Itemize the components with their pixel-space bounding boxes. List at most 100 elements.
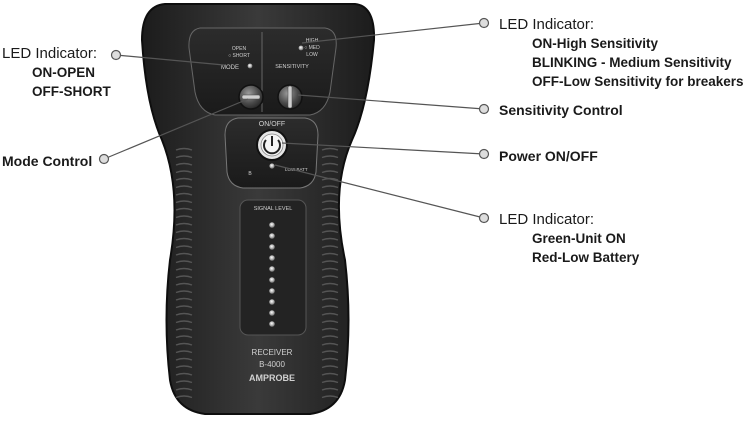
- leader-mode: [103, 98, 249, 160]
- callout-line: Green-Unit ON: [532, 231, 626, 246]
- sensitivity-knob: [277, 84, 303, 110]
- grip-ridge: [321, 230, 339, 234]
- signal-led: [269, 255, 275, 261]
- callout-line: OFF-SHORT: [32, 84, 111, 99]
- grip-ridges-right: [321, 147, 339, 399]
- callout-mode-control: Mode Control: [2, 152, 92, 171]
- callout-led-battery: LED Indicator: Green-Unit ON Red-Low Bat…: [499, 210, 639, 267]
- grip-ridge: [321, 387, 339, 391]
- leader-led-left: [115, 54, 225, 66]
- callout-line: OFF-Low Sensitivity for breakers: [532, 74, 744, 89]
- grip-ridge: [321, 200, 339, 204]
- leader-led-bottom: [274, 164, 485, 219]
- grip-ridge: [175, 267, 193, 271]
- grip-ridge: [321, 185, 339, 189]
- signal-led: [269, 321, 275, 327]
- grip-ridge: [321, 312, 339, 316]
- svg-text:LOW: LOW: [306, 52, 318, 58]
- callout-heading: Power ON/OFF: [499, 148, 598, 164]
- batt-print: LOW BATT: [285, 167, 308, 172]
- svg-text:○ SHORT: ○ SHORT: [228, 53, 250, 59]
- callout-heading: Mode Control: [2, 153, 93, 169]
- grip-ridge: [175, 170, 193, 174]
- grip-ridge: [175, 297, 193, 301]
- grip-ridge: [175, 275, 193, 279]
- grip-ridge: [175, 237, 193, 241]
- model-line-2: B-4000: [259, 360, 285, 369]
- callout-led-sensitivity: LED Indicator: ON-High Sensitivity BLINK…: [499, 15, 744, 91]
- grip-ridge: [321, 335, 339, 339]
- grip-ridge: [321, 252, 339, 256]
- grip-ridge: [321, 372, 339, 376]
- grip-ridge: [321, 282, 339, 286]
- grip-ridge: [321, 275, 339, 279]
- callout-power: Power ON/OFF: [499, 147, 598, 166]
- grip-ridge: [175, 192, 193, 196]
- grip-ridge: [175, 245, 193, 249]
- callout-heading: LED Indicator:: [499, 211, 595, 228]
- open-short-print: OPEN: [232, 46, 247, 52]
- grip-ridge: [175, 147, 193, 151]
- grip-ridge: [321, 260, 339, 264]
- svg-text:HIGH: HIGH: [306, 38, 319, 44]
- grip-ridge: [175, 290, 193, 294]
- grip-ridge: [175, 252, 193, 256]
- leader-dots: [98, 17, 490, 224]
- power-print: ON/OFF: [259, 121, 285, 128]
- grip-ridge: [321, 207, 339, 211]
- grip-ridges-left: [175, 147, 193, 399]
- grip-ridge: [321, 155, 339, 159]
- grip-ridge: [321, 192, 339, 196]
- grip-ridge: [175, 215, 193, 219]
- leader-sensitivity: [297, 94, 485, 110]
- open-short-led: [247, 63, 253, 69]
- grip-ridge: [175, 162, 193, 166]
- leader-led-right: [301, 22, 485, 44]
- callout-line: ON-OPEN: [32, 65, 96, 80]
- signal-leds: [269, 222, 275, 327]
- grip-ridge: [175, 372, 193, 376]
- signal-led: [269, 266, 275, 272]
- callout-sensitivity-control: Sensitivity Control: [499, 101, 623, 120]
- grip-ridge: [321, 245, 339, 249]
- signal-led: [269, 310, 275, 316]
- leader-lines: [103, 22, 485, 219]
- model-line-1: RECEIVER: [252, 348, 293, 357]
- callout-led-open-short: LED Indicator: ON-OPEN OFF-SHORT: [2, 44, 111, 101]
- grip-ridge: [175, 357, 193, 361]
- grip-ridge: [175, 207, 193, 211]
- grip-ridge: [175, 185, 193, 189]
- mode-print: MODE: [221, 65, 239, 71]
- sensitivity-print: SENSITIVITY: [275, 64, 309, 70]
- model-line-3: AMPROBE: [249, 373, 295, 383]
- battery-led: [269, 163, 275, 169]
- grip-ridge: [321, 215, 339, 219]
- grip-ridge: [175, 335, 193, 339]
- callout-line: BLINKING - Medium Sensitivity: [532, 55, 732, 70]
- callout-heading: LED Indicator:: [499, 16, 595, 33]
- signal-led: [269, 222, 275, 228]
- callout-heading: LED Indicator:: [2, 45, 98, 62]
- grip-ridge: [321, 357, 339, 361]
- grip-ridge: [175, 320, 193, 324]
- grip-ridge: [321, 297, 339, 301]
- grip-ridge: [175, 230, 193, 234]
- grip-ridge: [321, 380, 339, 384]
- grip-ridge: [175, 200, 193, 204]
- sensitivity-led: [298, 45, 304, 51]
- signal-led: [269, 288, 275, 294]
- signal-print: SIGNAL LEVEL: [254, 206, 293, 212]
- grip-ridge: [321, 170, 339, 174]
- grip-ridge: [321, 327, 339, 331]
- signal-led: [269, 299, 275, 305]
- grip-ridge: [175, 380, 193, 384]
- grip-ridge: [175, 260, 193, 264]
- grip-ridge: [321, 320, 339, 324]
- callout-line: Red-Low Battery: [532, 250, 640, 265]
- grip-ridge: [175, 155, 193, 159]
- svg-text:○ MED: ○ MED: [304, 45, 320, 51]
- grip-ridge: [175, 222, 193, 226]
- grip-ridge: [175, 395, 193, 399]
- grip-ridge: [321, 147, 339, 151]
